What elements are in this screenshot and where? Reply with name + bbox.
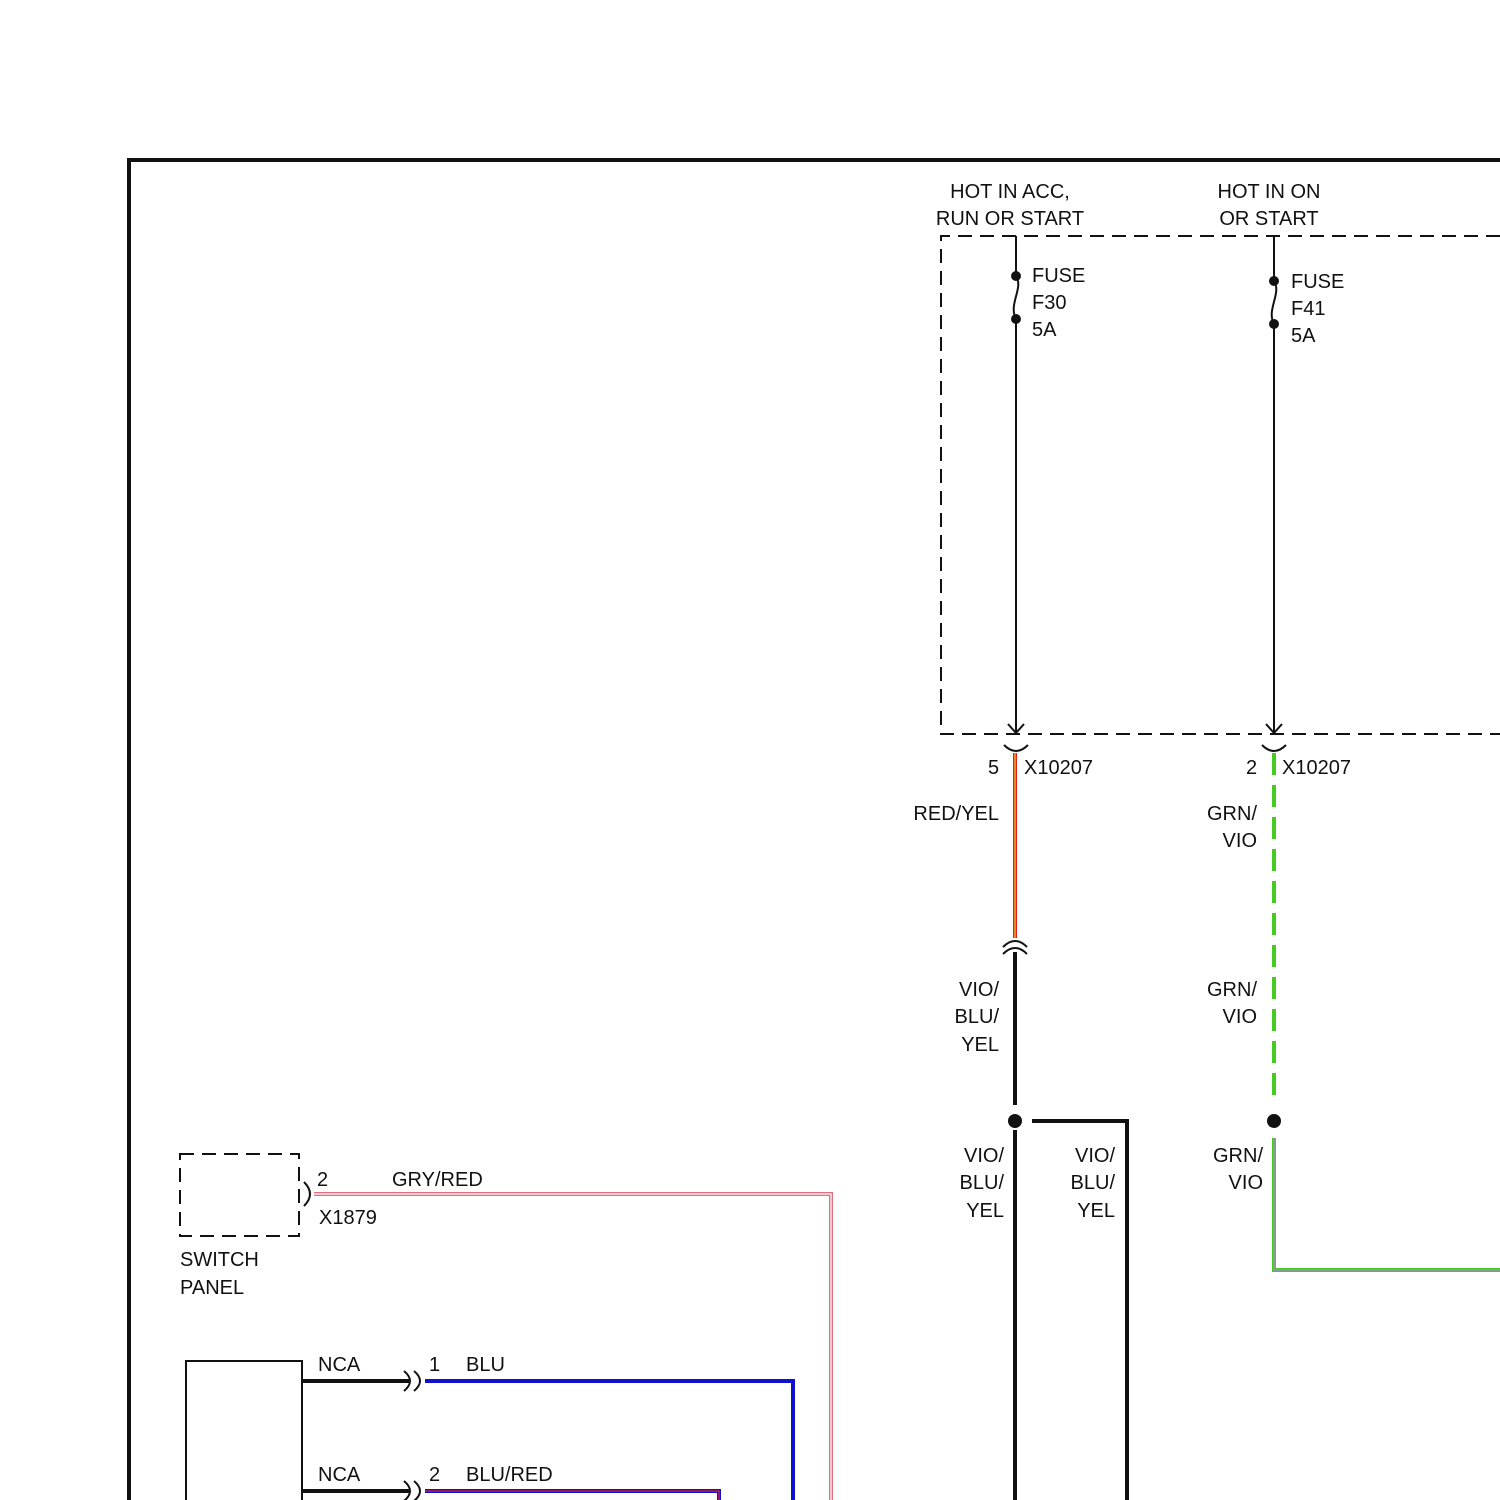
- module-box: [186, 1361, 302, 1500]
- wire-vio-blu-yel-2-line2: BLU/: [960, 1172, 1005, 1194]
- fuse-f41-label: FUSE: [1291, 271, 1344, 293]
- wire-blu-red-label: BLU/RED: [466, 1464, 553, 1486]
- wire-grn-vio-3-line1: GRN/: [1213, 1145, 1263, 1167]
- fuse-f41-rating: 5A: [1291, 325, 1316, 347]
- supply-acc-label-2: RUN OR START: [936, 208, 1084, 230]
- fuse-box-outline: [941, 236, 1500, 734]
- switch-panel-label-1: SWITCH: [180, 1249, 259, 1271]
- wire-vio-blu-yel-2-line1: VIO/: [964, 1145, 1004, 1167]
- connector-x1879-pin: 2: [317, 1169, 328, 1191]
- wire-vio-blu-yel-1-line2: BLU/: [955, 1006, 1000, 1028]
- connector-nca-1-label: NCA: [318, 1354, 361, 1376]
- wire-gry-red-label: GRY/RED: [392, 1169, 483, 1191]
- connector-nca-2-label: NCA: [318, 1464, 361, 1486]
- connector-x1879-symbol: [304, 1182, 310, 1206]
- connector-x10207-pin2-id: X10207: [1282, 757, 1351, 779]
- connector-x10207-pin2-number: 2: [1246, 757, 1257, 779]
- wire-grn-vio-2-line2: VIO: [1223, 1006, 1257, 1028]
- connector-x1879-id: X1879: [319, 1207, 377, 1229]
- fuse-f30-id: F30: [1032, 292, 1066, 314]
- fuse-f41-id: F41: [1291, 298, 1325, 320]
- wire-vio-blu-yel-1-line1: VIO/: [959, 979, 999, 1001]
- fuse-f30-rating: 5A: [1032, 319, 1057, 341]
- wire-vio-blu-yel-3-line2: BLU/: [1071, 1172, 1116, 1194]
- switch-panel-label-2: PANEL: [180, 1277, 244, 1299]
- fuse-f30: [1008, 236, 1024, 733]
- supply-on-label-1: HOT IN ON: [1218, 181, 1321, 203]
- splice-grn-vio: [1267, 1114, 1281, 1128]
- connector-nca-1-pin: 1: [429, 1354, 440, 1376]
- switch-panel-box: [180, 1154, 299, 1236]
- connector-x10207-pin5-symbol: [1004, 745, 1028, 751]
- supply-on-label-2: OR START: [1219, 208, 1318, 230]
- fuse-f30-label: FUSE: [1032, 265, 1085, 287]
- wire-grn-vio-3-line2: VIO: [1229, 1172, 1263, 1194]
- wire-vio-blu-yel-3-line1: VIO/: [1075, 1145, 1115, 1167]
- wire-grn-vio-lower: [1274, 1138, 1500, 1270]
- diagram-frame: [129, 160, 1500, 1500]
- wire-vio-blu-yel-2-line3: YEL: [966, 1200, 1004, 1222]
- connector-x10207-pin5-id: X10207: [1024, 757, 1093, 779]
- wire-gry-red: [314, 1194, 831, 1500]
- wire-blu-red: [425, 1491, 719, 1500]
- splice-vio-blu-yel: [1008, 1114, 1022, 1128]
- wire-vio-blu-yel-3-line3: YEL: [1077, 1200, 1115, 1222]
- supply-acc-label-1: HOT IN ACC,: [950, 181, 1070, 203]
- wire-vio-blu-yel-1-line3: YEL: [961, 1034, 999, 1056]
- wire-grn-vio-2-line1: GRN/: [1207, 979, 1257, 1001]
- fuse-f41: [1266, 236, 1282, 733]
- connector-x10207-pin5-number: 5: [988, 757, 999, 779]
- wire-grn-vio-1-line2: VIO: [1223, 830, 1257, 852]
- connector-x10207-pin2-symbol: [1262, 745, 1286, 751]
- wire-blu-label: BLU: [466, 1354, 505, 1376]
- wire-red-yel-label: RED/YEL: [913, 803, 999, 825]
- connector-nca-2-pin: 2: [429, 1464, 440, 1486]
- wire-grn-vio-1-line1: GRN/: [1207, 803, 1257, 825]
